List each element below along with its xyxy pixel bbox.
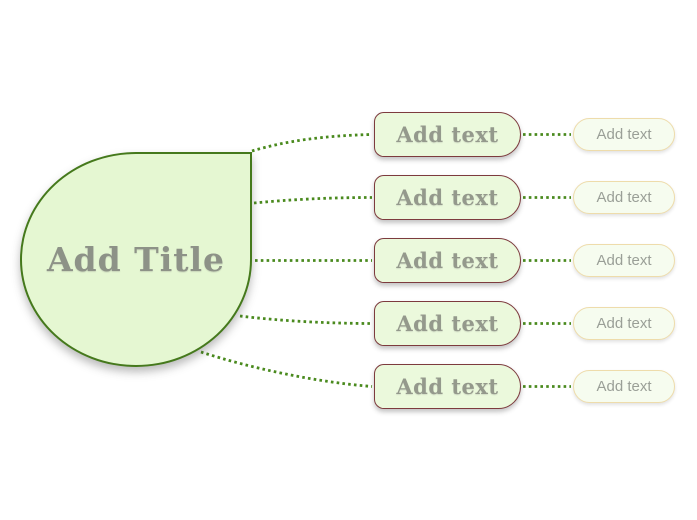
branch-label: Add text [396,311,499,336]
sub-branch-node-5[interactable]: Add text [573,370,675,403]
sub-branch-node-1[interactable]: Add text [573,118,675,151]
branch-node-4[interactable]: Add text [374,301,521,346]
branch-node-1[interactable]: Add text [374,112,521,157]
branch-node-3[interactable]: Add text [374,238,521,283]
sub-branch-label: Add text [596,378,652,395]
connector-central-branch-4 [239,314,373,325]
branch-label: Add text [396,248,499,273]
branch-node-5[interactable]: Add text [374,364,521,409]
central-topic-label: Add Title [46,240,226,279]
central-topic-node[interactable]: Add Title [20,152,252,367]
sub-branch-label: Add text [596,126,652,143]
connector-central-branch-5 [200,350,373,388]
branch-node-2[interactable]: Add text [374,175,521,220]
sub-branch-label: Add text [596,189,652,206]
sub-branch-node-4[interactable]: Add text [573,307,675,340]
branch-label: Add text [396,374,499,399]
sub-branch-node-3[interactable]: Add text [573,244,675,277]
connector-central-branch-1 [251,133,373,153]
branch-label: Add text [396,185,499,210]
branch-label: Add text [396,122,499,147]
sub-branch-label: Add text [596,315,652,332]
connector-central-branch-2 [253,196,373,205]
sub-branch-label: Add text [596,252,652,269]
sub-branch-node-2[interactable]: Add text [573,181,675,214]
